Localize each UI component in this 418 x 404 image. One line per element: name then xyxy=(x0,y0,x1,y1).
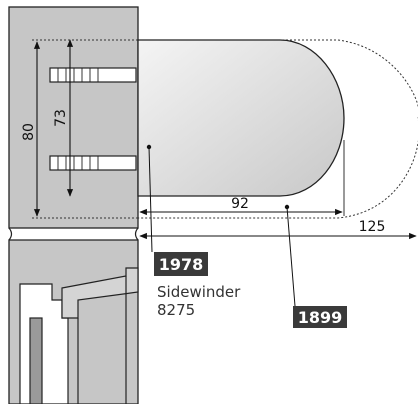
dim-label-125: 125 xyxy=(359,219,386,235)
part-tag-1899: 1899 xyxy=(298,308,343,327)
part-tag-1978: 1978 xyxy=(159,255,204,274)
part-name-8275: 8275 xyxy=(157,301,195,319)
part-tag-1899-bg xyxy=(293,306,347,328)
wall-plug-lower xyxy=(49,155,137,171)
part-name-sidewinder: Sidewinder xyxy=(157,283,241,301)
dim-label-92: 92 xyxy=(231,196,249,212)
part-tag-1978-bg xyxy=(154,252,208,276)
break-line xyxy=(8,227,139,241)
profile-lip xyxy=(61,267,139,319)
wall-plug-upper xyxy=(49,67,137,83)
dim-label-80: 80 xyxy=(21,123,37,141)
leader-line-1899 xyxy=(286,206,296,307)
glass-outline-125 xyxy=(138,39,418,219)
glass-element-92 xyxy=(137,39,345,197)
dim-label-73: 73 xyxy=(53,109,69,127)
wall-block xyxy=(8,6,139,229)
profile-cutout xyxy=(19,283,69,404)
profile-rod xyxy=(29,317,43,404)
